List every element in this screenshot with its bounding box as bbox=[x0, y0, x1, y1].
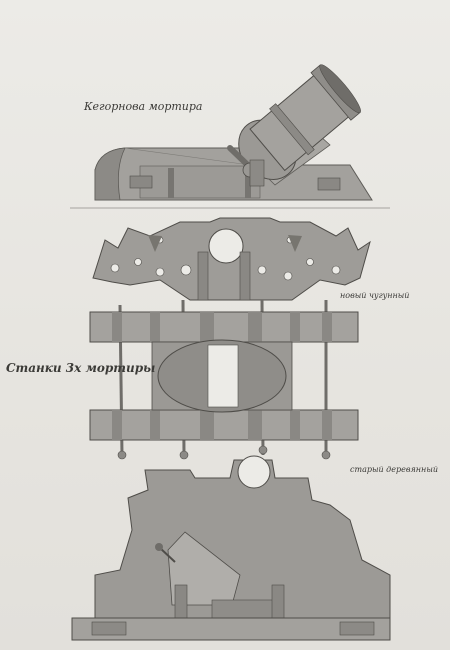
iron-carriage-elevation bbox=[92, 217, 371, 301]
wooden-carriage-elevation bbox=[71, 455, 391, 641]
carriage-plan-view bbox=[89, 299, 359, 460]
caption-coehorn-mortar: Кегорнова мортира bbox=[84, 100, 203, 113]
lower-cheek bbox=[89, 409, 359, 441]
wooden-trunnion-hole bbox=[237, 455, 271, 489]
wooden-carriage-body bbox=[94, 459, 391, 619]
mortar-bed-front bbox=[94, 147, 126, 201]
upper-cheek bbox=[89, 311, 359, 343]
trunnion-hole bbox=[208, 228, 244, 264]
coehorn-mortar bbox=[70, 64, 390, 209]
bed-side-plate bbox=[139, 165, 261, 199]
caption-carriages: Станки 3х мортиры bbox=[6, 361, 156, 375]
caption-new-iron: новый чугунный bbox=[340, 291, 410, 300]
carriage-base bbox=[71, 617, 391, 641]
caption-old-wooden: старый деревянный bbox=[350, 465, 438, 474]
